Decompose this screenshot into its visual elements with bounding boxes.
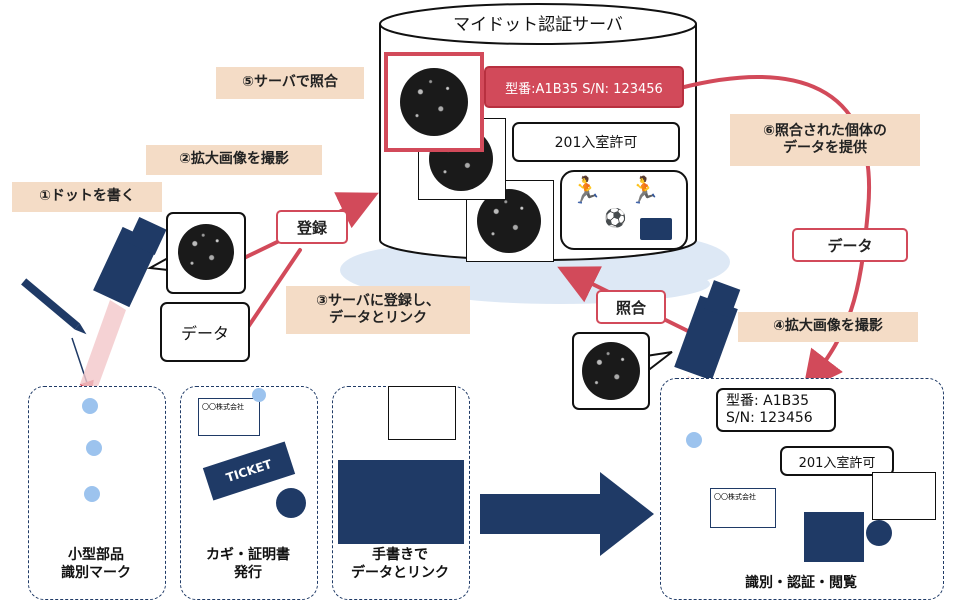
flow-arrow: [480, 472, 654, 556]
panel-3-caption: 手書きで データとリンク: [351, 547, 449, 582]
step-4-label: ④拡大画像を撮影: [738, 312, 918, 342]
captured-dot-image-left: [166, 212, 246, 294]
register-line-bottom: [244, 248, 302, 332]
panel-2-caption: カギ・証明書 発行: [206, 547, 290, 582]
media-icons-small: [388, 386, 456, 440]
key-icon: [276, 488, 306, 518]
part-mark-2: [86, 440, 102, 456]
certificate-card: 〇〇株式会社: [198, 398, 260, 436]
record-access: 201入室許可: [512, 122, 680, 162]
pencil-icon: [21, 278, 87, 335]
step-3-label: ③サーバに登録し、 データとリンク: [286, 286, 470, 334]
step-6-label: ⑥照合された個体の データを提供: [730, 114, 920, 166]
person-icon: [866, 520, 892, 546]
cert-mark: [252, 388, 266, 402]
step-1-label: ①ドットを書く: [12, 182, 162, 212]
soccer-ball-icon: ⚽: [604, 208, 627, 229]
right-certificate-card: 〇〇株式会社: [710, 488, 776, 528]
writing-scene: [338, 460, 464, 544]
media-bubble: 🏃 ⚽ 🏃: [560, 170, 688, 250]
step-5-label: ⑤サーバで照合: [216, 67, 364, 99]
right-part-mark: [686, 432, 702, 448]
matched-dot-image: [384, 52, 484, 152]
runner-icon: 🏃: [570, 176, 603, 206]
panel-1-caption: 小型部品 識別マーク: [61, 547, 131, 582]
right-access-box: 201入室許可: [780, 446, 894, 476]
viewer-document: [804, 512, 864, 562]
captured-dot-image-right: [572, 332, 650, 410]
right-model-box: 型番: A1B35 S/N: 123456: [716, 388, 836, 432]
server-title: マイドット認証サーバ: [453, 15, 623, 35]
video-icon: [640, 218, 672, 240]
part-mark-3: [84, 486, 100, 502]
step-2-label: ②拡大画像を撮影: [146, 145, 322, 175]
camera-icon-left: [80, 216, 167, 392]
match-tag: 照合: [596, 290, 666, 324]
data-box-left: データ: [160, 302, 250, 362]
record-model-serial: 型番:A1B35 S/N: 123456: [484, 66, 684, 108]
right-media-icons: [872, 472, 936, 520]
part-mark-1: [82, 398, 98, 414]
data-tag-right: データ: [792, 228, 908, 262]
kicker-icon: 🏃: [628, 176, 661, 206]
panel-4-caption: 識別・認証・閲覧: [745, 575, 857, 591]
register-tag: 登録: [276, 210, 348, 244]
